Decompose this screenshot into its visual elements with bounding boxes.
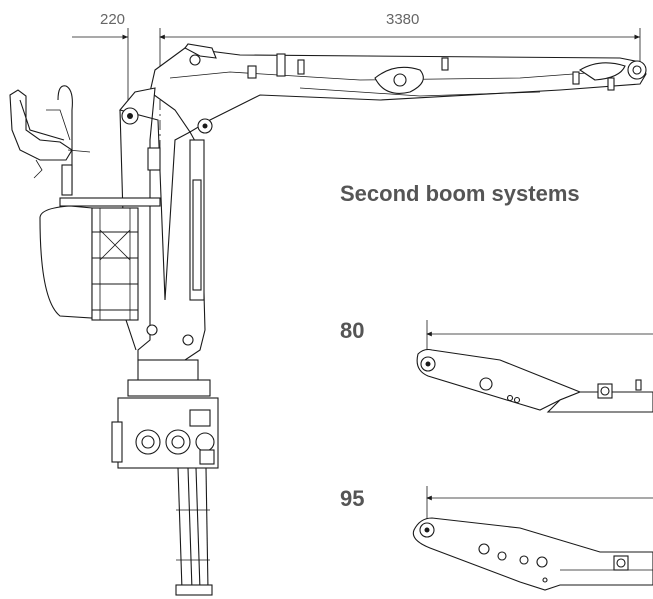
- main-boom: [149, 43, 647, 134]
- support-legs: [175, 467, 213, 596]
- dimension-label-3380: 3380: [386, 11, 420, 28]
- section-heading: Second boom systems: [340, 181, 580, 206]
- boom-95-drawing: [412, 486, 653, 591]
- operator-seat: [9, 85, 91, 196]
- boom-80-drawing: [416, 320, 653, 413]
- slewing-base: [111, 359, 219, 469]
- model-label-95: 95: [340, 486, 365, 511]
- platform-ladder: [39, 197, 161, 321]
- dimension-label-220: 220: [100, 11, 126, 28]
- model-label-80: 80: [340, 318, 365, 343]
- crane-column: [119, 87, 206, 366]
